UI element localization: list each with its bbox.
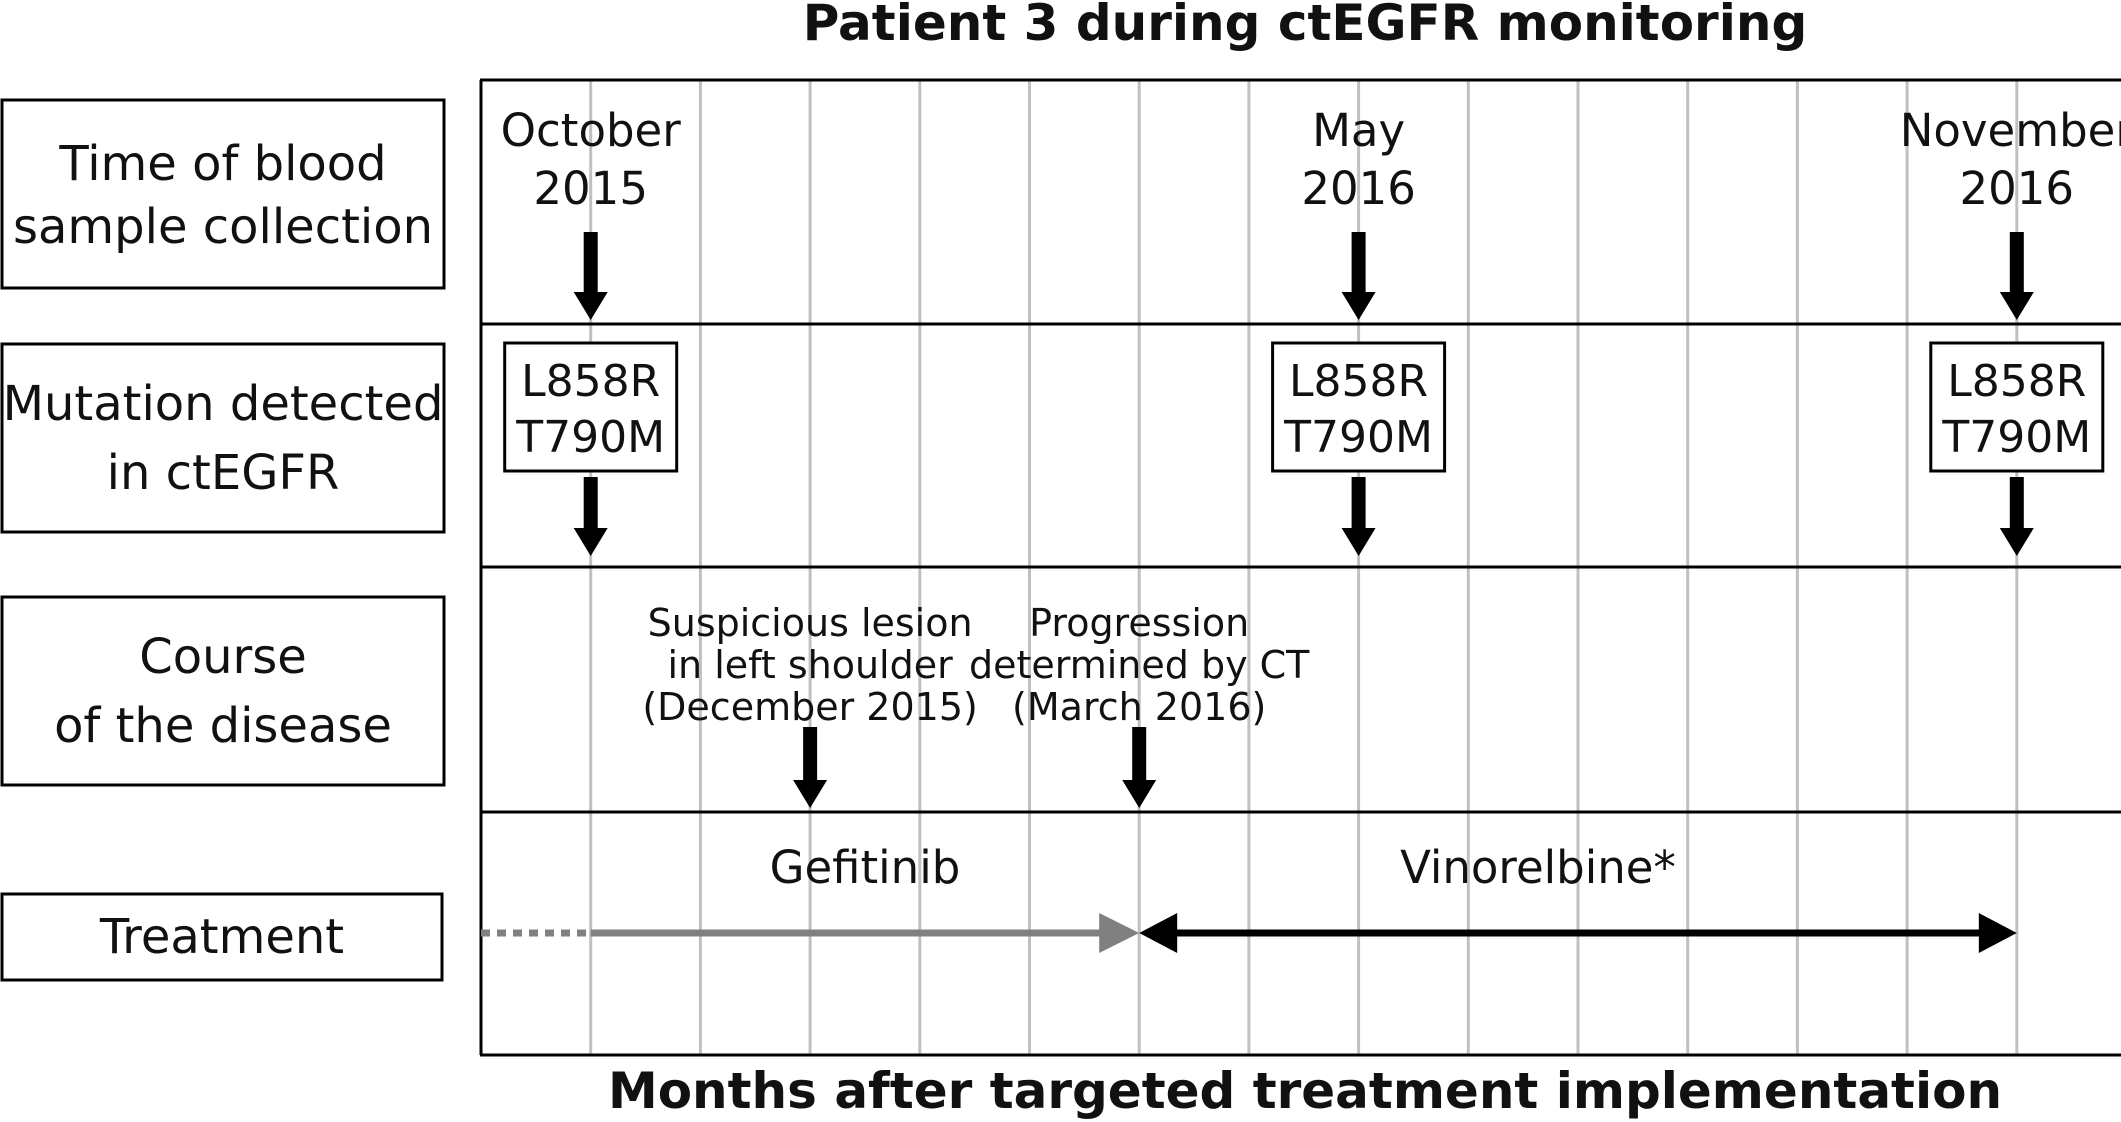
arrow-head: [573, 528, 608, 556]
row-label-line: Time of blood: [58, 136, 386, 192]
mutation-label: L858R: [1289, 356, 1428, 407]
row-label-time: Time of blood sample collection: [0, 98, 446, 290]
arrow-shaft: [2009, 232, 2024, 294]
event-label: Suspicious lesion: [648, 601, 973, 645]
mutation-box: [503, 341, 679, 473]
row-label-mutation: Mutation detected in ctEGFR: [0, 342, 446, 534]
timeline-content: October2015L858RT790MMay2016L858RT790MNo…: [481, 104, 2121, 953]
mutation-box: [1929, 341, 2105, 473]
row-label-line: Course: [139, 629, 307, 685]
arrow-head: [1999, 528, 2034, 556]
arrow-shaft: [2009, 477, 2024, 530]
row-label-line: of the disease: [54, 698, 392, 754]
arrow-shaft: [583, 477, 598, 530]
arrow-head: [1122, 780, 1157, 808]
sample-arrow: [1341, 232, 1376, 320]
arrow-shaft: [1351, 477, 1366, 530]
treatment-vinorelbine: Vinorelbine*: [1139, 841, 2017, 953]
arrow-head: [793, 780, 828, 808]
event-arrow: [1122, 727, 1157, 808]
treatment-name: Gefitinib: [770, 841, 961, 894]
sample-arrow: [573, 232, 608, 320]
arrow-shaft: [1351, 232, 1366, 294]
row-label-line: Treatment: [99, 909, 344, 965]
sample-date-label: 2015: [533, 162, 648, 215]
sample-date-label: 2016: [1960, 162, 2075, 215]
row-label-course: Course of the disease: [0, 595, 446, 787]
diagram-title: Patient 3 during ctEGFR monitoring: [803, 0, 1808, 52]
arrow-head: [573, 292, 608, 320]
timeline-frame: [479, 78, 2121, 1057]
sample-date-label: November: [1900, 104, 2121, 157]
x-axis-label: Months after targeted treatment implemen…: [608, 1062, 2002, 1120]
mutation-label: T790M: [1283, 412, 1433, 463]
mutation-label: L858R: [521, 356, 660, 407]
sample-date-label: October: [501, 104, 682, 157]
arrow-shaft: [583, 232, 598, 294]
mutation-label: L858R: [1947, 356, 2086, 407]
treatment-arrowhead-right: [1099, 913, 1140, 953]
mutation-arrow: [573, 477, 608, 556]
treatment-arrowhead-right: [1978, 913, 2017, 953]
row-label-treatment: Treatment: [0, 892, 444, 982]
arrow-shaft: [803, 727, 818, 782]
arrow-head: [1341, 528, 1376, 556]
event-label: Progression: [1029, 601, 1249, 645]
row-label-line: Mutation detected: [3, 376, 444, 432]
mutation-box: [1271, 341, 1447, 473]
mutation-label: T790M: [515, 412, 665, 463]
row-label-line: in ctEGFR: [107, 445, 340, 501]
event-label: (March 2016): [1012, 685, 1266, 729]
treatment-gefitinib: Gefitinib: [481, 841, 1140, 953]
event-label: determined by CT: [969, 643, 1310, 687]
mutation-arrow: [1999, 477, 2034, 556]
sample-date-label: May: [1312, 104, 1405, 157]
arrow-shaft: [1132, 727, 1147, 782]
treatment-arrowhead-left: [1139, 913, 1178, 953]
mutation-label: T790M: [1941, 412, 2091, 463]
sample-arrow: [1999, 232, 2034, 320]
sample-date-label: 2016: [1301, 162, 1416, 215]
row-label-line: sample collection: [13, 199, 433, 255]
event-label: (December 2015): [642, 685, 978, 729]
event-label: in left shoulder: [667, 643, 953, 687]
arrow-head: [1999, 292, 2034, 320]
arrow-head: [1341, 292, 1376, 320]
treatment-name: Vinorelbine*: [1400, 841, 1676, 894]
mutation-arrow: [1341, 477, 1376, 556]
event-arrow: [793, 727, 828, 808]
